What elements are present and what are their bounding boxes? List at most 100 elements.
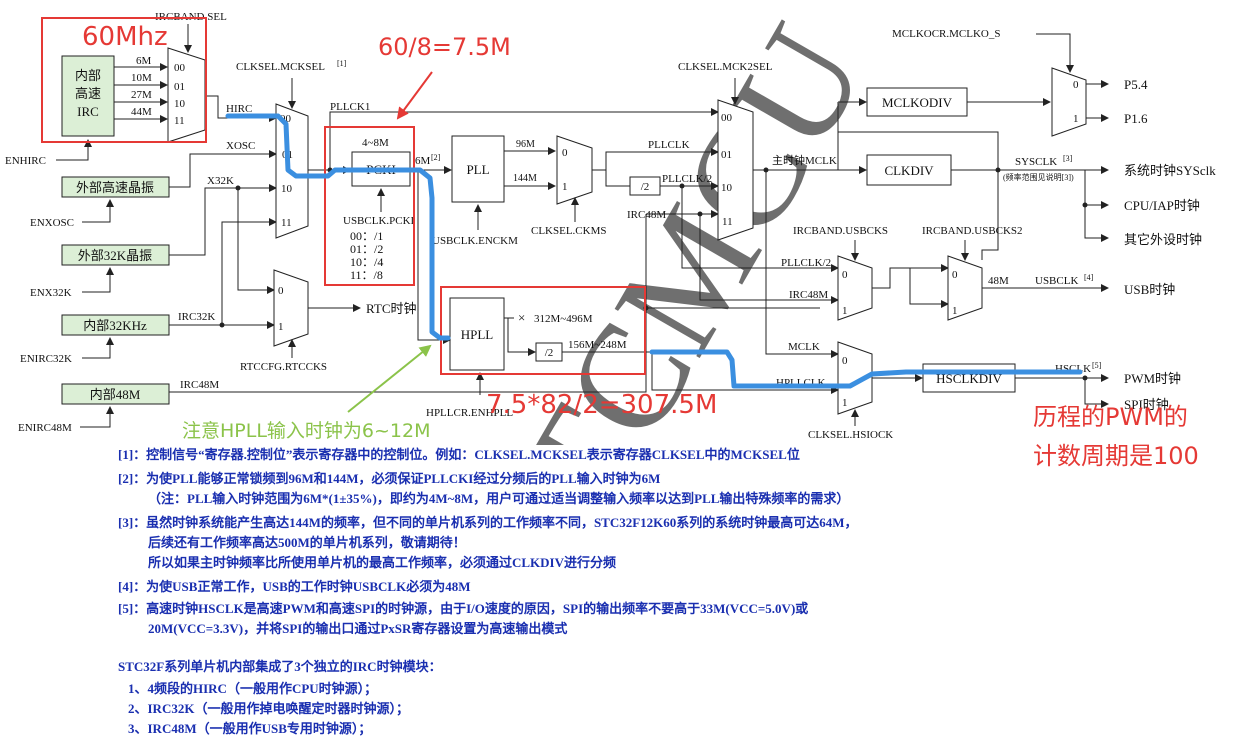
mux-usb1-code-1: 1 bbox=[842, 305, 848, 317]
hs-mux-input-a: MCLK bbox=[788, 341, 820, 353]
mux-mck2-code: 10 bbox=[721, 182, 733, 194]
mux-mck-code: 00 bbox=[280, 113, 292, 125]
pcki-div-option: 11：/8 bbox=[350, 268, 383, 282]
int-48m-box bbox=[61, 383, 170, 405]
hirc-label: HIRC bbox=[226, 103, 252, 115]
irc-freq-label: 44M bbox=[131, 106, 152, 118]
usb-clock-label: USB时钟 bbox=[1124, 282, 1175, 297]
pcki-div-option: 00：/1 bbox=[350, 229, 383, 243]
p16-label: P1.6 bbox=[1124, 111, 1148, 126]
mck2sel-label: CLKSEL.MCK2SEL bbox=[678, 61, 773, 73]
mux-mck-code: 11 bbox=[281, 217, 292, 229]
enirc32k-label: ENIRC32K bbox=[20, 353, 72, 365]
irc-freq-label: 27M bbox=[131, 89, 152, 101]
hsclkdiv-label: HSCLKDIV bbox=[936, 371, 1002, 386]
note-5-text: ：高速时钟HSCLK是高速PWM和高速SPI的时钟源，由于I/O速度的原因，SP… bbox=[133, 601, 809, 616]
usb-mux-input-b: IRC48M bbox=[789, 289, 828, 301]
mux-hs-code-0: 0 bbox=[842, 355, 848, 367]
mux-usb1-code-0: 0 bbox=[842, 269, 848, 281]
usb-mux-input-a: PLLCLK/2 bbox=[781, 257, 831, 269]
sysclk-label: SYSCLK bbox=[1015, 156, 1057, 168]
irc48m-label: IRC48M bbox=[180, 379, 219, 391]
note-3-sub1: 后续还有工作频率高达500M的单片机系列，敬请期待！ bbox=[148, 535, 466, 550]
mux-mck-code: 10 bbox=[281, 183, 293, 195]
pllck1-label: PLLCK1 bbox=[330, 101, 370, 113]
annotation-box-pcki bbox=[324, 126, 415, 286]
pcki-range-label: 4~8M bbox=[362, 137, 389, 149]
pll-enckm-label: USBCLK.ENCKM bbox=[432, 235, 518, 247]
mux-mclko-code-0: 0 bbox=[1073, 79, 1079, 91]
pllclk2-label: PLLCLK/2 bbox=[662, 173, 712, 185]
mux-rtc-code: 1 bbox=[278, 321, 284, 333]
annotation-hpll-input: 注意HPLL输入时钟为6~12M bbox=[182, 420, 431, 442]
note-ref-1: [1] bbox=[337, 59, 347, 68]
note-4-mark: [4] bbox=[118, 579, 134, 594]
annotation-pwm-line2: 计数周期是100 bbox=[1033, 442, 1199, 470]
irc-box-line3: IRC bbox=[77, 104, 99, 119]
annotation-hpll-calc: 7.5*82/2=307.5M bbox=[486, 390, 718, 420]
internal-hirc-box bbox=[61, 55, 115, 137]
pcki-sel-label: USBCLK.PCKI bbox=[343, 215, 415, 227]
note-1-mark: [1] bbox=[118, 447, 134, 462]
mux-rtc bbox=[273, 269, 309, 347]
irc-freq-label: 10M bbox=[131, 72, 152, 84]
int-48m-label: 内部48M bbox=[90, 387, 141, 402]
note-4: [4]：为使USB正常工作，USB的工作时钟USBCLK必须为48M bbox=[118, 578, 470, 596]
mux-ckms bbox=[556, 135, 593, 205]
mux-mck2-code: 00 bbox=[721, 112, 733, 124]
mclkocr-label: MCLKOCR.MCLKO_S bbox=[892, 28, 1001, 40]
note-1-text: ：控制信号“寄存器.控制位”表示寄存器中的控制位。例如：CLKSEL.MCKSE… bbox=[133, 447, 800, 462]
clkdiv-box bbox=[866, 154, 952, 186]
ckms-sel-label: CLKSEL.CKMS bbox=[531, 225, 607, 237]
note-2-mark: [2] bbox=[118, 471, 134, 486]
watermark: STCMCU bbox=[445, 0, 897, 445]
main-clk-label: 主时钟MCLK bbox=[772, 153, 837, 167]
irc-list-item: 1、4频段的HIRC（一般用作CPU时钟源）； bbox=[128, 681, 378, 696]
mux-hs-code-1: 1 bbox=[842, 397, 848, 409]
hpll-name: HPLL bbox=[461, 327, 494, 342]
mux-mclko-code-1: 1 bbox=[1073, 113, 1079, 125]
mux-ckms-code: 0 bbox=[562, 147, 568, 159]
rtccks-sel-label: RTCCFG.RTCCKS bbox=[240, 361, 327, 373]
mux-usbcks bbox=[837, 255, 873, 321]
note-5-mark: [5] bbox=[118, 601, 134, 616]
rtc-clock-label: RTC时钟 bbox=[366, 301, 417, 316]
mux-irc-code: 01 bbox=[174, 81, 185, 93]
ext-hs-crystal-label: 外部高速晶振 bbox=[76, 180, 154, 195]
hpll-range1-label: 312M~496M bbox=[534, 313, 593, 325]
pcki-div-option: 01：/2 bbox=[350, 242, 383, 256]
sysclk-output-label: 系统时钟SYSclk bbox=[1124, 163, 1216, 178]
mux-irc-code: 10 bbox=[174, 98, 186, 110]
note-4-text: ：为使USB正常工作，USB的工作时钟USBCLK必须为48M bbox=[133, 579, 471, 594]
irc-list-title: STC32F系列单片机内部集成了3个独立的IRC时钟模块： bbox=[118, 659, 442, 674]
annotation-box-irc bbox=[41, 17, 207, 143]
pll-144m-label: 144M bbox=[513, 173, 537, 184]
clock-tree-diagram: STCMCU 内部 高速 IRC 00 01 10 11 6M 10M 27M … bbox=[5, 0, 1216, 445]
note-2-text: ：为使PLL能够正常锁频到96M和144M，必须保证PLLCKI经过分频后的PL… bbox=[133, 471, 661, 486]
div2-label: /2 bbox=[641, 181, 650, 193]
irc32k-label: IRC32K bbox=[178, 311, 215, 323]
annotation-pwm-line1: 历程的PWM的 bbox=[1033, 403, 1188, 431]
mux-ckms-code: 1 bbox=[562, 181, 568, 193]
irc-list-item: 2、IRC32K（一般用作掉电唤醒定时器时钟源）； bbox=[128, 701, 409, 716]
usbcks-sel-label: IRCBAND.USBCKS bbox=[793, 225, 888, 237]
note-ref-4: [4] bbox=[1084, 273, 1094, 282]
sysclk-note: (频率范围见说明[3]) bbox=[1003, 172, 1074, 182]
note-3-text: ：虽然时钟系统能产生高达144M的频率，但不同的单片机系列的工作频率不同，STC… bbox=[133, 515, 858, 530]
hpll-box bbox=[449, 297, 505, 371]
note-ref-5: [5] bbox=[1092, 361, 1102, 370]
irc48m-b-label: IRC48M bbox=[627, 209, 666, 221]
clkdiv-label: CLKDIV bbox=[884, 163, 934, 178]
mclkodiv-label: MCLKODIV bbox=[882, 95, 953, 110]
note-3: [3]：虽然时钟系统能产生高达144M的频率，但不同的单片机系列的工作频率不同，… bbox=[118, 514, 858, 532]
x32k-label: X32K bbox=[207, 175, 234, 187]
hsiock-sel-label: CLKSEL.HSIOCK bbox=[808, 429, 893, 441]
mux-mck2sel bbox=[717, 99, 754, 241]
note-5-sub: 20M(VCC=3.3V)，并将SPI的输出口通过PxSR寄存器设置为高速输出模… bbox=[148, 621, 568, 636]
mux-rtc-code: 0 bbox=[278, 285, 284, 297]
int-32k-label: 内部32KHz bbox=[83, 318, 147, 333]
usb-48m-label: 48M bbox=[988, 275, 1009, 287]
mux-irc-code: 00 bbox=[174, 62, 186, 74]
note-3-sub2: 所以如果主时钟频率比所使用单片机的最高工作频率，必须通过CLKDIV进行分频 bbox=[148, 555, 617, 570]
irc-box-line1: 内部 bbox=[75, 68, 101, 83]
